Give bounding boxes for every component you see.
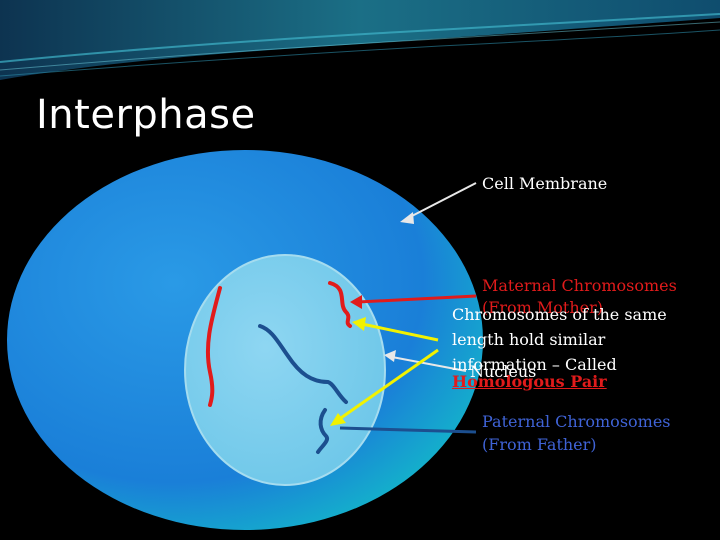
- nucleus-pointer: [391, 356, 467, 372]
- header-banner: [0, 0, 720, 90]
- arrowhead-icon: [384, 350, 396, 362]
- cell-membrane-pointer: [407, 182, 477, 219]
- arrowhead-icon: [400, 212, 414, 224]
- paternal-chromosomes-label: Paternal Chromosomes: [482, 412, 671, 431]
- arrowhead-icon: [352, 317, 366, 331]
- page-title: Interphase: [36, 92, 256, 138]
- maternal-chromosomes-label: Maternal Chromosomes: [482, 276, 677, 295]
- nucleus: [184, 254, 386, 486]
- homologous-pair-label: Homologous Pair: [452, 372, 607, 391]
- nucleus-label: Nucleus: [470, 362, 537, 381]
- maternal-chromosome-short: [328, 281, 352, 328]
- homologous-pointer-paternal: [337, 348, 439, 422]
- cell-membrane-label: Cell Membrane: [482, 174, 608, 193]
- homologous-line-3: information – Called: [452, 355, 617, 374]
- homologous-description: Chromosomes of the same length hold simi…: [452, 302, 667, 377]
- homologous-line-1: Chromosomes of the same: [452, 305, 667, 324]
- homologous-pointer-maternal: [361, 322, 439, 342]
- paternal-chromosome-short: [316, 408, 329, 454]
- paternal-pointer: [339, 426, 477, 434]
- maternal-pointer: [357, 294, 477, 304]
- paternal-source-label: (From Father): [482, 435, 597, 454]
- maternal-source-label: (From Mother): [482, 298, 603, 317]
- maternal-chromosome-long: [205, 286, 222, 407]
- homologous-line-2: length hold similar: [452, 330, 606, 349]
- paternal-chromosome-long: [258, 324, 348, 404]
- arrowhead-icon: [350, 295, 362, 309]
- arrowhead-icon: [330, 413, 346, 426]
